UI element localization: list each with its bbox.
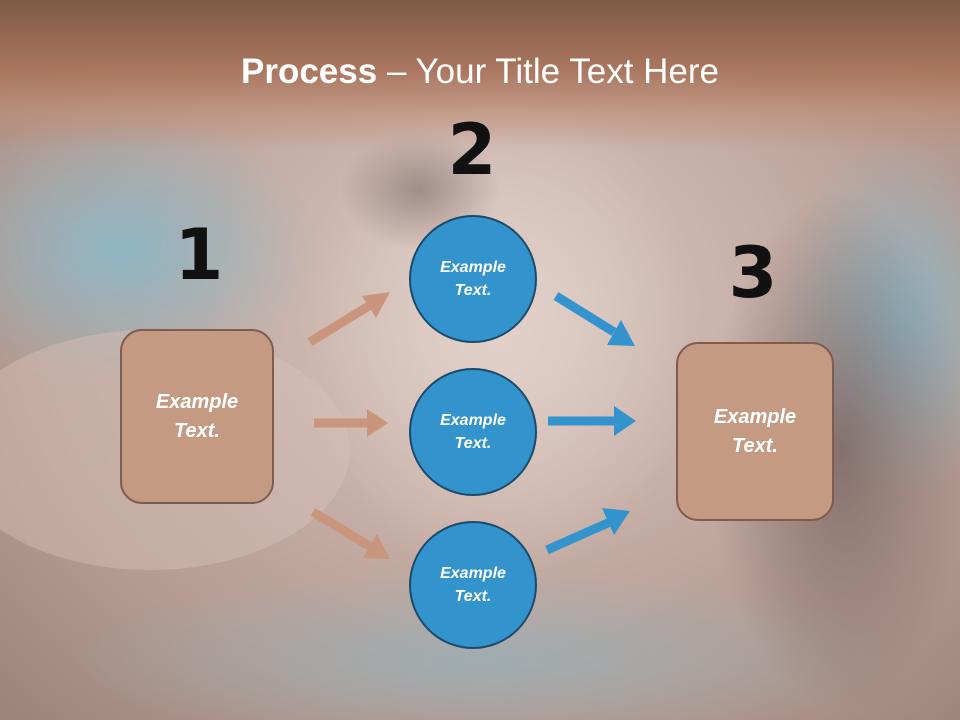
arrow-right-down [553,292,635,346]
step-1-text: Example Text. [155,390,239,442]
circle-bottom-text: Example Text. [440,565,506,605]
step-number-2: 2 [447,109,497,191]
step-2-circle-bottom: Example Text. [409,521,537,649]
arrow-left-up [307,292,390,346]
circle-middle-text: Example Text. [440,412,506,452]
step-number-3: 3 [728,232,778,314]
arrow-right-middle [548,406,636,436]
step-3-box: Example Text. [676,342,834,521]
slide-title: Process – Your Title Text Here [0,52,960,92]
step-2-circle-top: Example Text. [409,215,537,343]
arrow-right-up [545,508,630,555]
step-3-text: Example Text. [713,405,797,457]
title-bold: Process [241,52,378,91]
title-rest: – Your Title Text Here [377,52,719,91]
step-2-circle-middle: Example Text. [409,368,537,496]
circle-top-text: Example Text. [440,259,506,299]
arrow-left-down [310,508,390,559]
step-number-1: 1 [174,214,224,296]
arrow-left-middle [314,409,388,437]
step-1-box: Example Text. [120,329,274,504]
title-band [0,0,960,150]
